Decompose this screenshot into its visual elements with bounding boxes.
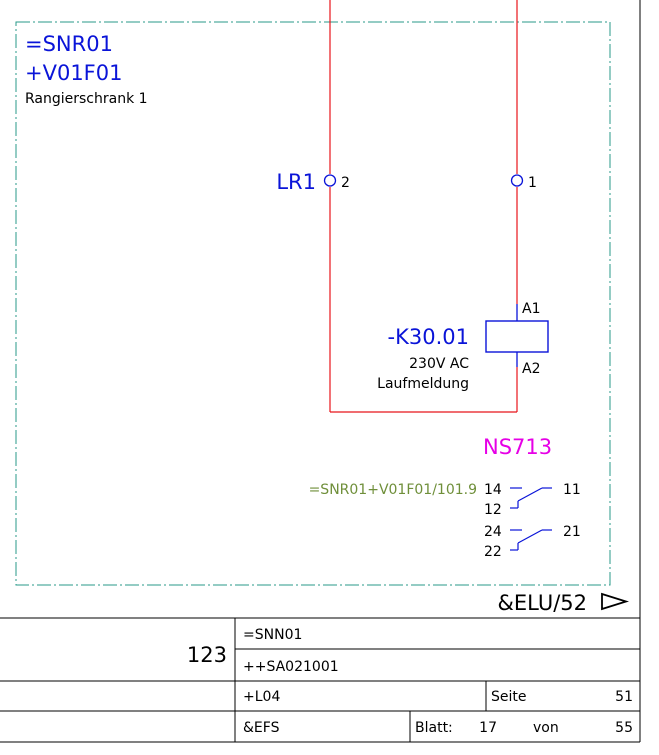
title-blatt-value: 17 bbox=[479, 720, 497, 736]
relay-voltage: 230V AC bbox=[409, 356, 469, 372]
terminal-1[interactable] bbox=[510, 174, 524, 187]
title-von-value: 55 bbox=[615, 720, 633, 736]
title-seite-label: Seite bbox=[491, 689, 527, 705]
contact-cross-reference[interactable]: =SNR01+V01F01/101.9 bbox=[309, 482, 477, 498]
title-doc: &EFS bbox=[243, 720, 280, 736]
title-von-label: von bbox=[533, 720, 559, 736]
contact-mirror bbox=[510, 487, 552, 551]
title-blatt-label: Blatt: bbox=[415, 720, 453, 736]
title-block-grid bbox=[0, 617, 641, 743]
next-page-arrow-icon[interactable] bbox=[601, 592, 630, 611]
contact-reference: NS713 bbox=[483, 435, 552, 459]
relay-function: Laufmeldung bbox=[377, 376, 469, 392]
terminal-2[interactable] bbox=[323, 174, 337, 187]
terminal-strip-label: LR1 bbox=[276, 170, 316, 194]
title-plant: =SNN01 bbox=[243, 627, 302, 643]
relay-pin-a1: A1 bbox=[522, 301, 540, 317]
relay-tag: -K30.01 bbox=[388, 325, 469, 349]
title-seite-value: 51 bbox=[615, 689, 633, 705]
contact1-nc: 12 bbox=[484, 502, 502, 518]
page-reference[interactable]: &ELU/52 bbox=[498, 591, 587, 615]
relay-pin-a2: A2 bbox=[522, 361, 540, 377]
contact1-no: 11 bbox=[563, 482, 581, 498]
wires bbox=[329, 0, 518, 413]
location-function: =SNR01 bbox=[25, 32, 113, 56]
title-number: 123 bbox=[187, 643, 227, 667]
contact2-no: 21 bbox=[563, 524, 581, 540]
location-location: +V01F01 bbox=[25, 61, 122, 85]
contact2-nc: 22 bbox=[484, 544, 502, 560]
contact1-common: 14 bbox=[484, 482, 502, 498]
title-location: +L04 bbox=[243, 689, 280, 705]
contact2-common: 24 bbox=[484, 524, 502, 540]
terminal-pin-right: 1 bbox=[528, 175, 537, 191]
terminal-pin-left: 2 bbox=[341, 175, 350, 191]
location-frame bbox=[15, 21, 611, 586]
location-description: Rangierschrank 1 bbox=[25, 91, 148, 107]
title-subplant: ++SA021001 bbox=[243, 659, 339, 675]
relay-coil[interactable] bbox=[485, 304, 549, 367]
